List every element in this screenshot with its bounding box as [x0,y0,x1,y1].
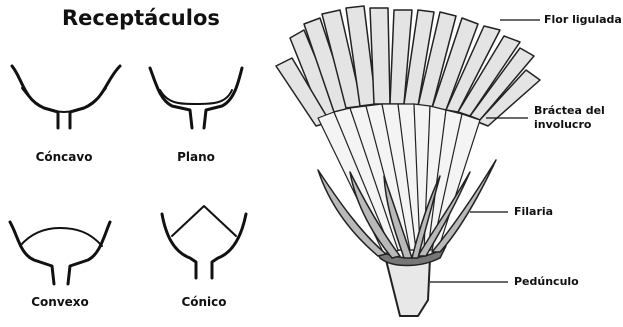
label-conical: Cónico [144,295,264,309]
label-peduncle: Pedúnculo [514,275,579,289]
receptacle-conical-shape [162,206,246,278]
flower-head-illustration [276,6,540,316]
receptacle-concave-shape [12,66,120,128]
label-concave: Cóncavo [4,150,124,164]
label-involucral-bract-line2: involucro [534,118,605,132]
label-involucral-bract-line1: Bráctea del [534,104,605,118]
label-ligulate-flower-line1: Flor ligulada [544,13,622,27]
receptacle-convex-shape [10,222,110,284]
label-peduncle-line1: Pedúnculo [514,275,579,289]
peduncle [386,258,430,316]
receptacle-flat-shape [150,68,242,128]
label-convex: Convexo [0,295,120,309]
label-filaria: Filaria [514,205,553,219]
label-flat: Plano [136,150,256,164]
label-filaria-line1: Filaria [514,205,553,219]
label-involucral-bract: Bráctea del involucro [534,104,605,132]
label-ligulate-flower: Flor ligulada [544,13,622,27]
